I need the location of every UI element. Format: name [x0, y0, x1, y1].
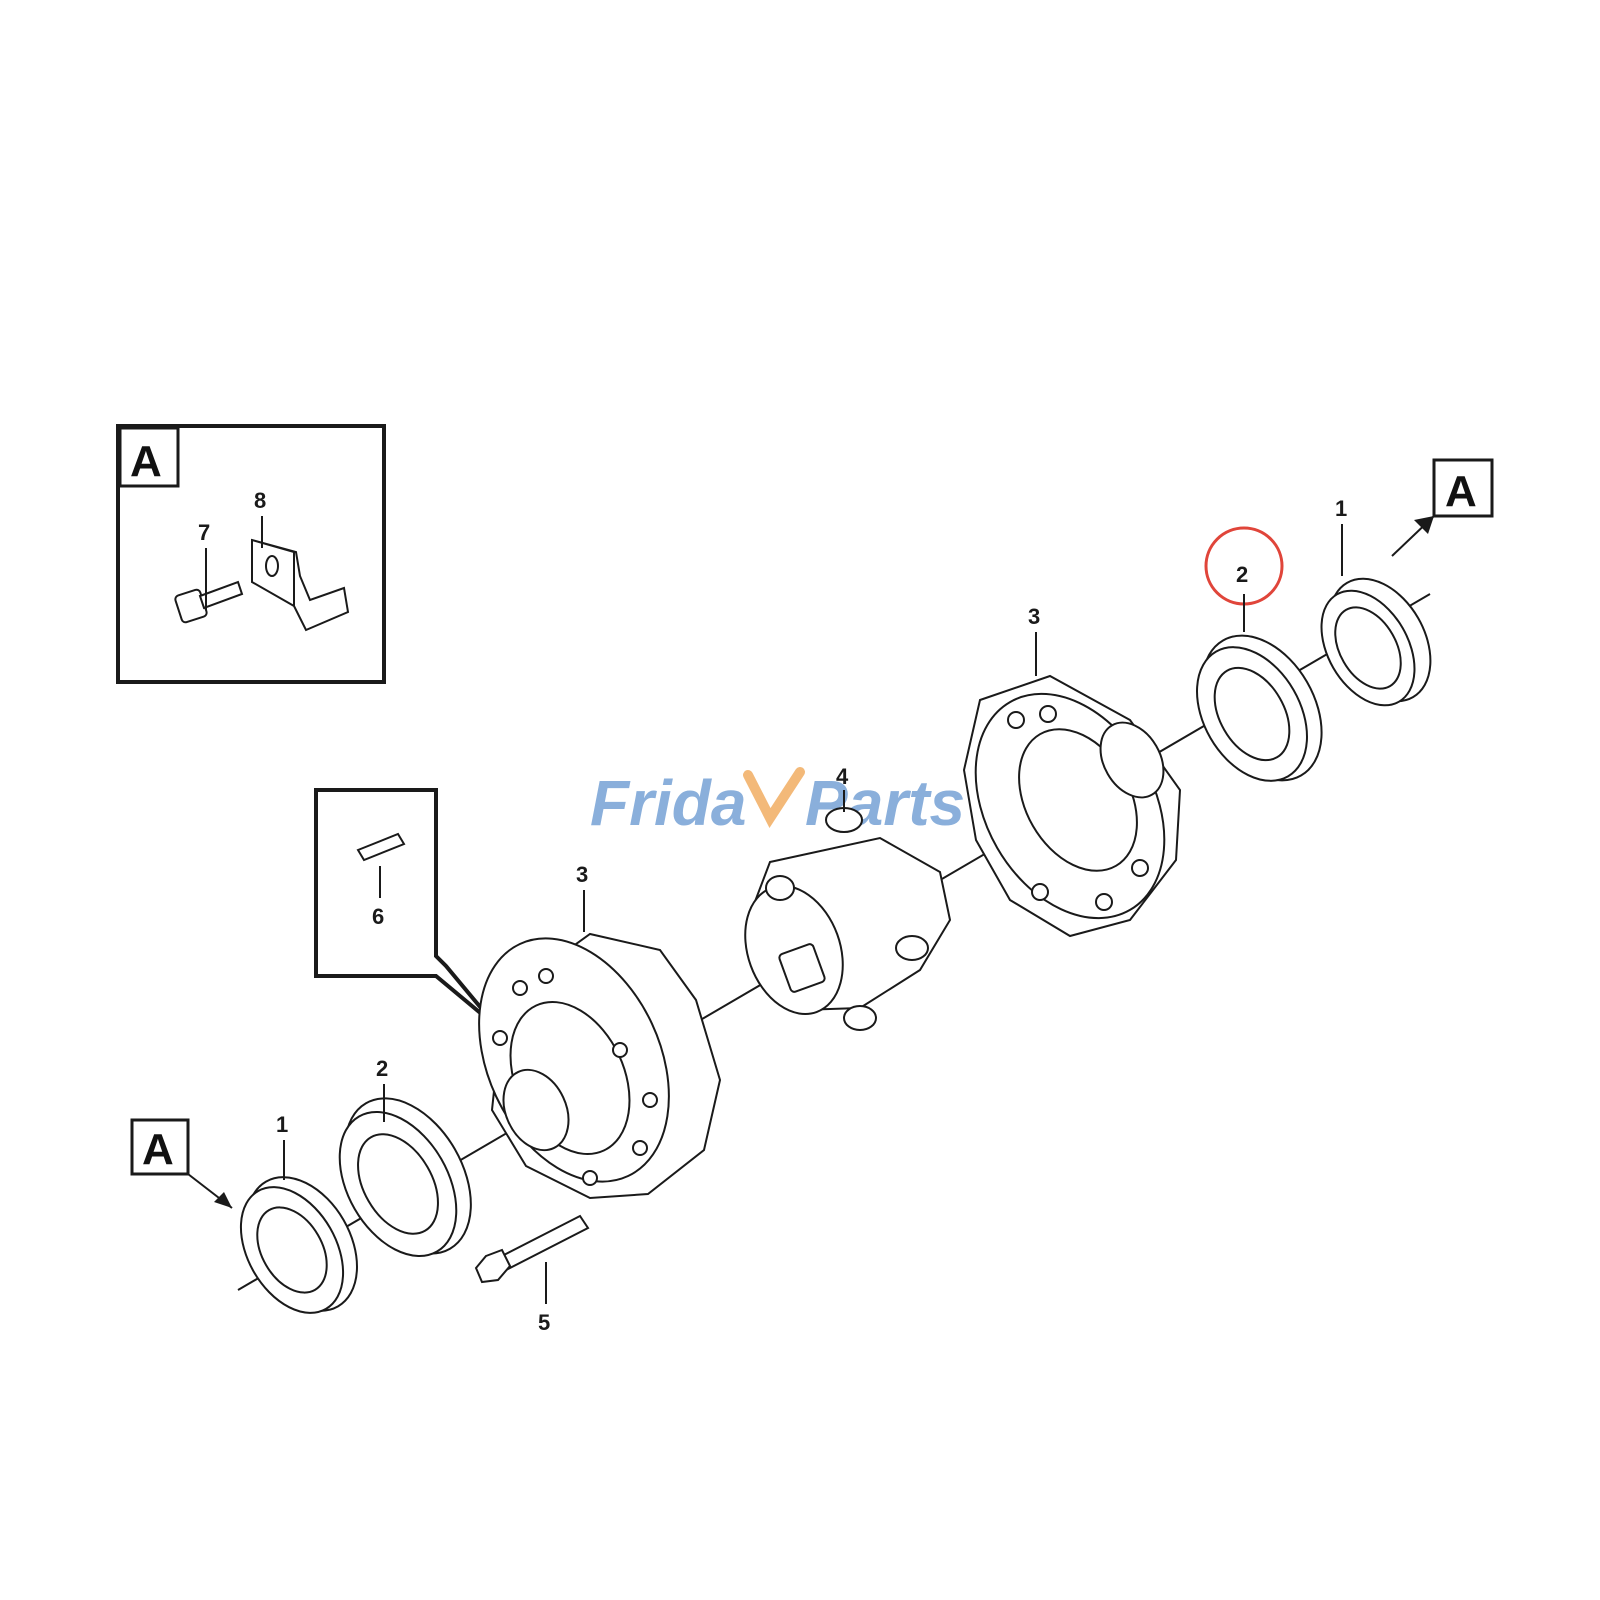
inset-detail-a: A 7 8 [116, 424, 386, 684]
right-view-tag: A [1391, 458, 1494, 557]
callout-left-1: 1 [276, 1112, 288, 1137]
inset-bracket [251, 538, 350, 632]
callout-7: 7 [198, 520, 210, 545]
right-housing [962, 674, 1182, 938]
bolt [474, 1214, 590, 1284]
right-bearing [1196, 634, 1323, 782]
watermark-y-mark [743, 767, 805, 828]
right-seal-ring [1320, 577, 1432, 707]
right-tag-label: A [1445, 467, 1477, 516]
inset-tag-box [118, 426, 180, 488]
callout-right-2: 2 [1236, 562, 1248, 587]
left-bearing [338, 1097, 472, 1258]
left-housing [478, 932, 722, 1200]
left-view-tag: A [130, 1118, 233, 1209]
watermark-text-left: Frida [590, 767, 746, 839]
watermark: Frida Parts [590, 767, 965, 839]
callout-4: 4 [836, 764, 849, 789]
left-tag-label: A [142, 1125, 174, 1174]
callout-left-3: 3 [576, 862, 588, 887]
callout-right-1: 1 [1335, 496, 1347, 521]
left-seal-ring [239, 1176, 358, 1314]
callout-left-2: 2 [376, 1056, 388, 1081]
pin-detail: 6 [314, 788, 498, 1028]
callout-6: 6 [372, 904, 384, 929]
callout-5: 5 [538, 1310, 550, 1335]
center-spider [744, 807, 952, 1031]
callout-8: 8 [254, 488, 266, 513]
watermark-text-right: Parts [805, 767, 965, 839]
inset-bolt [174, 580, 244, 624]
inset-frame [116, 424, 386, 684]
inset-tag-label: A [130, 437, 162, 486]
callout-right-3: 3 [1028, 604, 1040, 629]
